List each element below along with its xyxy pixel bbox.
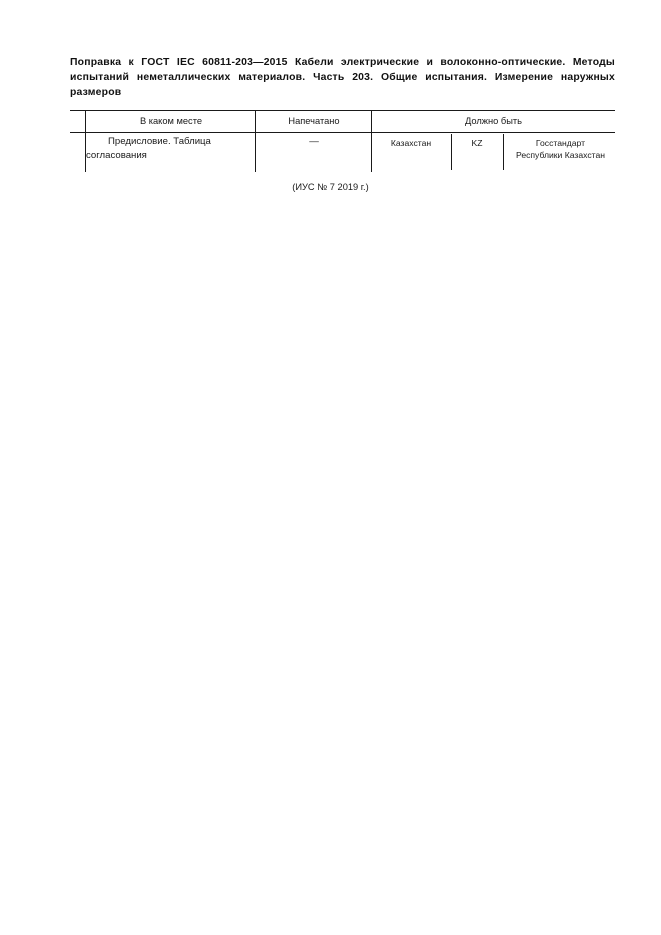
table-header-row: В каком месте Напечатано Должно быть: [70, 111, 615, 132]
column-divider-left: [85, 111, 86, 172]
column-header-printed: Напечатано: [288, 116, 340, 126]
column-divider-printed-shouldbe: [371, 111, 372, 172]
authority-line-1: Госстандарт: [535, 138, 586, 148]
table-row: Предисловие. Таблица согласования — Каза…: [70, 133, 615, 173]
subcolumn-divider-country-code: [451, 134, 452, 170]
subcolumn-divider-code-authority: [503, 134, 504, 170]
column-header-should-be: Должно быть: [464, 116, 522, 126]
cell-where: Предисловие. Таблица согласования: [86, 136, 211, 161]
cell-should-be-authority: Госстандарт Республики Казахстан: [506, 137, 615, 161]
column-divider-where-printed: [255, 111, 256, 172]
page-title: Поправка к ГОСТ IEC 60811-203—2015 Кабел…: [70, 57, 615, 99]
cell-should-be-code: KZ: [471, 138, 483, 148]
cell-printed: —: [309, 136, 319, 147]
footer-note: (ИУС № 7 2019 г.): [292, 182, 369, 192]
table-header-rule: [70, 132, 615, 133]
cell-should-be-country: Казахстан: [390, 138, 432, 148]
table-top-rule: [70, 110, 615, 111]
column-header-where: В каком месте: [139, 116, 203, 126]
authority-line-2: Республики Казахстан: [515, 150, 606, 160]
